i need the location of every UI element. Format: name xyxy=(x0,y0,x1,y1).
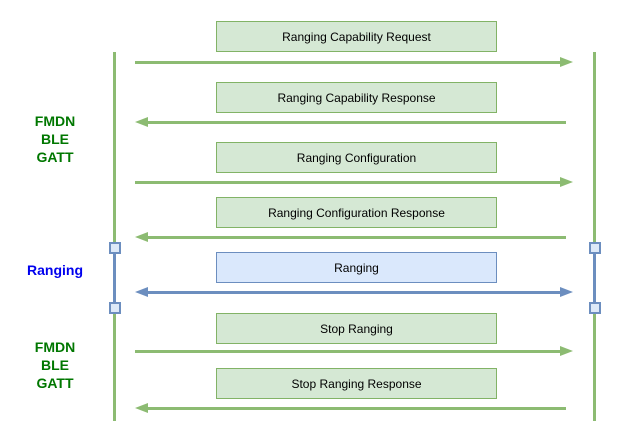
message-box-stop-ranging-response: Stop Ranging Response xyxy=(216,368,497,399)
phase-label-line: FMDN xyxy=(34,113,76,129)
message-arrow-ranging-bidirectional xyxy=(135,286,573,298)
session-endpoint-handle xyxy=(109,302,121,314)
phase-label-fmdn-ble-gatt-top: FMDN BLE GATT xyxy=(10,112,100,166)
arrowhead-left-icon xyxy=(135,232,148,242)
arrow-shaft xyxy=(146,290,562,294)
message-box-ranging-configuration-response: Ranging Configuration Response xyxy=(216,197,497,228)
phase-label-line: BLE xyxy=(41,357,69,373)
phase-label-line: GATT xyxy=(36,149,74,165)
phase-label-line: GATT xyxy=(36,375,74,391)
phase-label-line: BLE xyxy=(41,131,69,147)
lifeline-right xyxy=(593,52,596,421)
ranging-session-segment-left xyxy=(113,244,116,314)
arrowhead-right-icon xyxy=(560,346,573,356)
phase-label-line: FMDN xyxy=(34,339,76,355)
message-arrow-ranging-configuration-response xyxy=(135,231,573,243)
arrowhead-right-icon xyxy=(560,177,573,187)
arrowhead-left-icon xyxy=(135,403,148,413)
phase-label-ranging: Ranging xyxy=(10,261,100,279)
arrowhead-left-icon xyxy=(135,117,148,127)
arrow-shaft xyxy=(135,60,562,64)
arrow-shaft xyxy=(146,406,566,410)
message-box-ranging-capability-response: Ranging Capability Response xyxy=(216,82,497,113)
arrowhead-left-icon xyxy=(135,287,148,297)
message-box-ranging-capability-request: Ranging Capability Request xyxy=(216,21,497,52)
message-box-ranging: Ranging xyxy=(216,252,497,283)
message-box-stop-ranging: Stop Ranging xyxy=(216,313,497,344)
session-endpoint-handle xyxy=(589,302,601,314)
message-arrow-ranging-capability-request xyxy=(135,56,573,68)
lifeline-left xyxy=(113,52,116,421)
session-endpoint-handle xyxy=(109,242,121,254)
arrow-shaft xyxy=(146,120,566,124)
phase-label-line: Ranging xyxy=(27,262,83,278)
arrow-shaft xyxy=(135,180,562,184)
phase-label-fmdn-ble-gatt-bottom: FMDN BLE GATT xyxy=(10,338,100,392)
message-arrow-ranging-capability-response xyxy=(135,116,573,128)
message-arrow-stop-ranging-response xyxy=(135,402,573,414)
arrow-shaft xyxy=(135,349,562,353)
arrow-shaft xyxy=(146,235,566,239)
message-arrow-stop-ranging xyxy=(135,345,573,357)
arrowhead-right-icon xyxy=(560,287,573,297)
message-arrow-ranging-configuration xyxy=(135,176,573,188)
session-endpoint-handle xyxy=(589,242,601,254)
message-box-ranging-configuration: Ranging Configuration xyxy=(216,142,497,173)
arrowhead-right-icon xyxy=(560,57,573,67)
ranging-session-segment-right xyxy=(593,244,596,314)
